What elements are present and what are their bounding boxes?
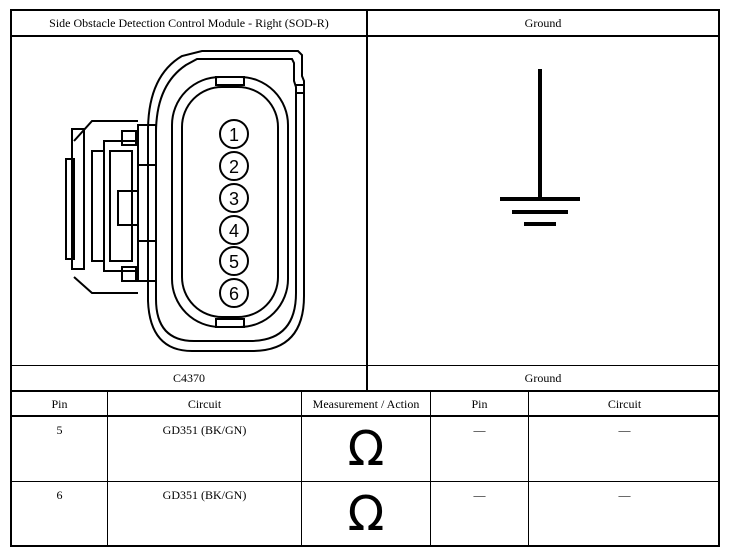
circuit-cell-2: — [618,423,631,437]
pin-label: 4 [229,221,239,241]
col-pin: Pin [51,397,68,411]
circuit-cell-2: — [618,488,631,502]
pin-cell: 6 [56,488,63,502]
divider [12,481,718,482]
pin-4: 4 [219,215,249,245]
divider [366,11,368,390]
col-circuit: Circuit [187,397,222,411]
ohm-icon: Ω [347,421,385,477]
ground-caption: Ground [524,371,562,385]
pin-cell-2: — [473,423,486,437]
ground-title: Ground [524,16,562,30]
divider [12,415,718,417]
pin-6: 6 [219,278,249,308]
circuit-cell: GD351 (BK/GN) [162,423,247,437]
divider [528,390,529,545]
pin-label: 3 [229,189,239,209]
divider [12,390,718,392]
pin-label: 6 [229,284,239,304]
pin-3: 3 [219,183,249,213]
connector-title: Side Obstacle Detection Control Module -… [49,16,329,30]
divider [430,390,431,545]
divider [12,365,718,366]
col-circuit-2: Circuit [607,397,642,411]
pin-cell: 5 [56,423,63,437]
ohm-icon: Ω [347,486,385,542]
pin-label: 2 [229,157,239,177]
pin-label: 1 [229,125,239,145]
ground-icon [500,69,580,226]
pin-label: 5 [229,252,239,272]
pin-1: 1 [219,119,249,149]
divider [107,390,108,545]
col-pin-2: Pin [471,397,488,411]
wiring-sheet: Side Obstacle Detection Control Module -… [10,9,720,547]
divider [301,390,302,545]
connector-diagram: 1 2 3 4 5 6 [65,50,305,352]
pin-2: 2 [219,151,249,181]
pin-cell-2: — [473,488,486,502]
col-measurement: Measurement / Action [312,397,420,411]
connector-caption: C4370 [172,371,205,385]
circuit-cell: GD351 (BK/GN) [162,488,247,502]
divider [12,35,718,37]
pin-5: 5 [219,246,249,276]
